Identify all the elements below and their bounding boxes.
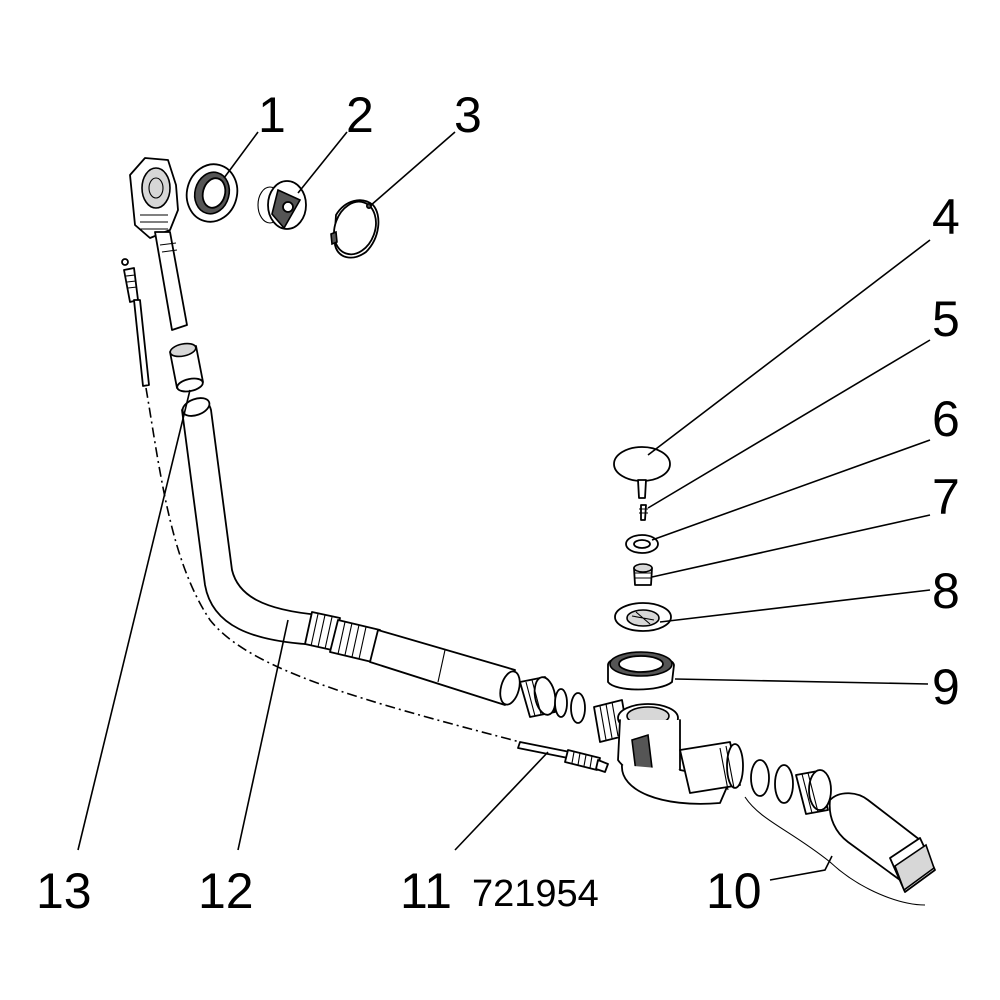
label-7: 7 [932, 469, 960, 525]
label-3: 3 [454, 87, 482, 143]
leader-lines [77, 131, 931, 881]
part-10-outlet-elbow [744, 759, 936, 906]
label-6: 6 [932, 391, 960, 447]
label-10: 10 [706, 863, 762, 919]
part-9-seal-flange [607, 651, 675, 691]
drain-body [593, 699, 744, 805]
union-nut-pipe [519, 676, 586, 724]
label-4: 4 [932, 189, 960, 245]
label-12: 12 [198, 863, 254, 919]
part-6-washer [625, 534, 659, 554]
leader-13 [77, 389, 191, 851]
article-number: 721954 [472, 873, 599, 915]
label-13: 13 [36, 863, 92, 919]
leader-10 [769, 855, 833, 881]
part-3-cover [330, 199, 380, 259]
labels: 1 2 3 4 5 6 7 8 9 10 11 721954 12 13 [36, 87, 960, 919]
leader-7 [651, 514, 931, 578]
part-4-plug-cap [613, 446, 671, 499]
leader-2 [297, 131, 348, 194]
leader-12 [237, 619, 289, 851]
leader-11 [454, 751, 549, 851]
label-11: 11 [400, 863, 452, 919]
leader-3 [369, 131, 456, 207]
leader-9 [674, 678, 929, 685]
part-2-rosette [257, 180, 307, 230]
label-5: 5 [932, 291, 960, 347]
part-8-strainer [614, 602, 672, 632]
part-7-insert [633, 563, 653, 586]
leader-4 [647, 239, 931, 456]
part-13-cable [121, 258, 609, 773]
leader-8 [659, 589, 931, 623]
part-12-pipe [181, 397, 521, 706]
overflow-head [129, 157, 188, 331]
part-1-seal-ring [185, 163, 239, 223]
sleeve [169, 342, 204, 393]
leader-5 [647, 339, 931, 509]
label-2: 2 [346, 87, 374, 143]
leader-6 [651, 439, 931, 541]
label-8: 8 [932, 563, 960, 619]
label-9: 9 [932, 659, 960, 715]
leader-1 [223, 131, 259, 179]
part-5-screw [639, 504, 648, 521]
label-1: 1 [258, 87, 286, 143]
